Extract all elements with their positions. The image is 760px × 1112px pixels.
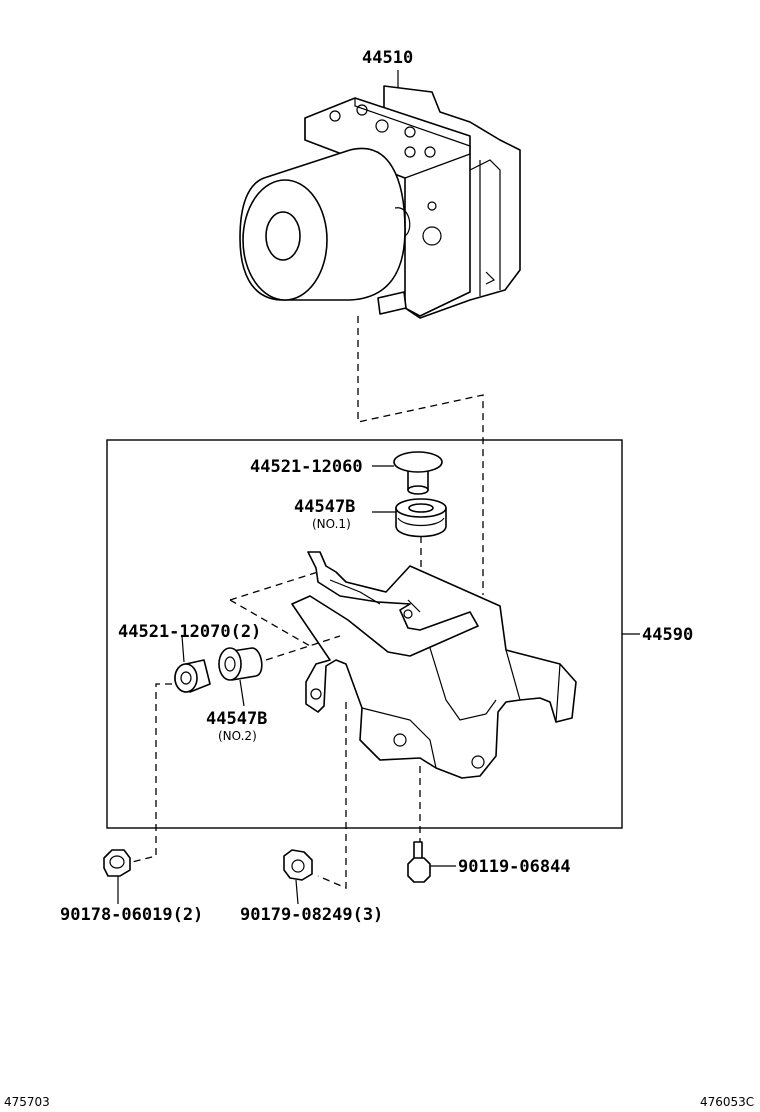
plug-top-part-number: 44521-12060	[250, 457, 363, 477]
plug-side-part-number: 44521-12070(2)	[118, 622, 261, 642]
cushion-top-note: (NO.1)	[312, 517, 351, 531]
bracket-icon	[291, 551, 577, 779]
nut-icon	[103, 849, 131, 877]
nut-icon	[283, 849, 313, 881]
cushion-side-note: (NO.2)	[218, 729, 257, 743]
abs-actuator-icon	[239, 85, 521, 319]
bolt-right-part-number: 90119-06844	[458, 857, 571, 877]
nut-left-part-number: 90178-06019(2)	[60, 905, 203, 925]
cushion-top-part-number: 44547B	[294, 497, 355, 517]
plug-icon	[393, 451, 443, 495]
footer-right-code: 476053C	[700, 1095, 754, 1109]
cushion-icon	[218, 647, 263, 681]
plug-icon	[174, 659, 211, 693]
bolt-icon	[407, 841, 431, 883]
footer-left-code: 475703	[4, 1095, 50, 1109]
nut-mid-part-number: 90179-08249(3)	[240, 905, 383, 925]
cushion-side-part-number: 44547B	[206, 709, 267, 729]
bracket-part-number: 44590	[642, 625, 693, 645]
actuator-part-number: 44510	[362, 48, 413, 68]
cushion-icon	[395, 498, 447, 538]
